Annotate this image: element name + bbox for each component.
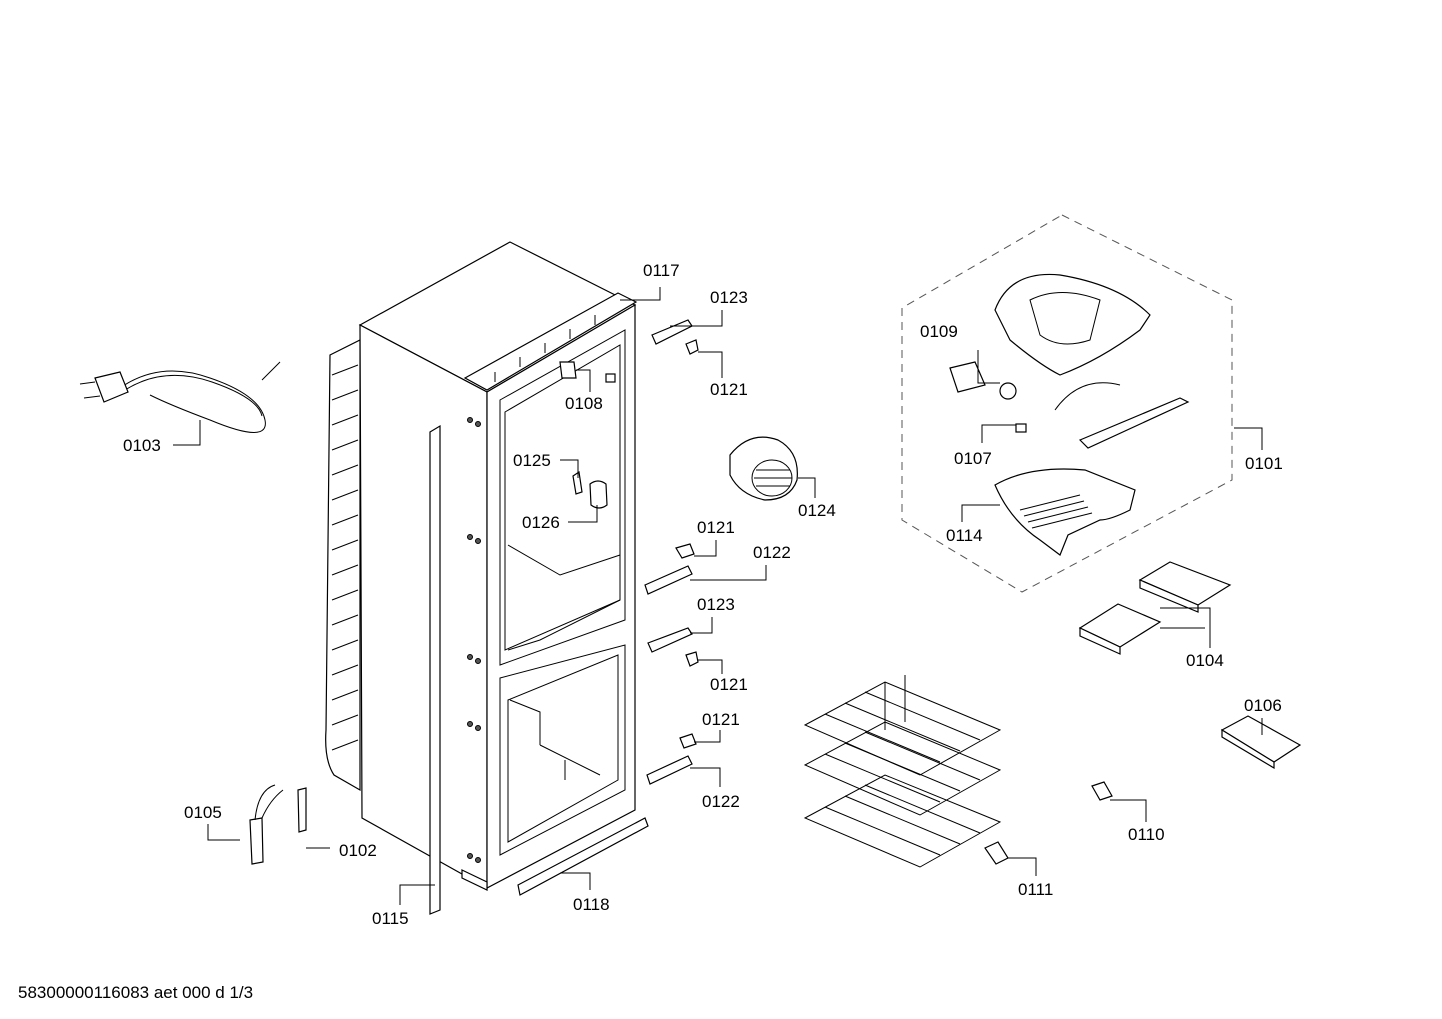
label-0117: 0117 [643, 261, 680, 280]
label-0110: 0110 [1128, 825, 1165, 844]
part-labels: 0103 0117 0123 0121 0108 0125 0126 0124 … [123, 261, 1283, 928]
label-0122-top: 0122 [753, 543, 791, 562]
label-0118: 0118 [573, 895, 610, 914]
label-0106: 0106 [1244, 696, 1282, 715]
leader-lines [173, 287, 1263, 905]
light-assembly-drawing [901, 214, 1233, 593]
label-0104: 0104 [1186, 651, 1224, 670]
label-0109: 0109 [920, 322, 958, 341]
ice-tray-drawing [1220, 715, 1302, 770]
power-cord-drawing [79, 361, 281, 433]
label-0102: 0102 [339, 841, 377, 860]
label-0121-fourth: 0121 [702, 710, 740, 729]
label-0121-top: 0121 [710, 380, 748, 399]
label-0115: 0115 [372, 909, 409, 928]
drawing-reference-footer: 58300000116083 aet 000 d 1/3 [18, 983, 253, 1002]
clip-drawings [984, 781, 1113, 865]
label-0124: 0124 [798, 501, 836, 520]
label-0123-top: 0123 [710, 288, 748, 307]
hinge-drawings [644, 319, 699, 785]
label-0121-second: 0121 [697, 518, 735, 537]
cold-pack-drawing [1078, 561, 1232, 655]
fan-cover-drawing [729, 436, 798, 501]
label-0103: 0103 [123, 436, 161, 455]
cabinet-drawing [325, 241, 649, 915]
label-0111: 0111 [1018, 880, 1053, 899]
label-0108: 0108 [565, 394, 603, 413]
wire-shelves-drawing [803, 675, 1002, 868]
label-0126: 0126 [522, 513, 560, 532]
label-0101: 0101 [1245, 454, 1283, 473]
sensor-drawing [249, 784, 307, 865]
label-0122-lower: 0122 [702, 792, 740, 811]
label-0121-third: 0121 [710, 675, 748, 694]
label-0114: 0114 [946, 526, 983, 545]
label-0105: 0105 [184, 803, 222, 822]
label-0123-lower: 0123 [697, 595, 735, 614]
label-0125: 0125 [513, 451, 551, 470]
label-0107: 0107 [954, 449, 992, 468]
